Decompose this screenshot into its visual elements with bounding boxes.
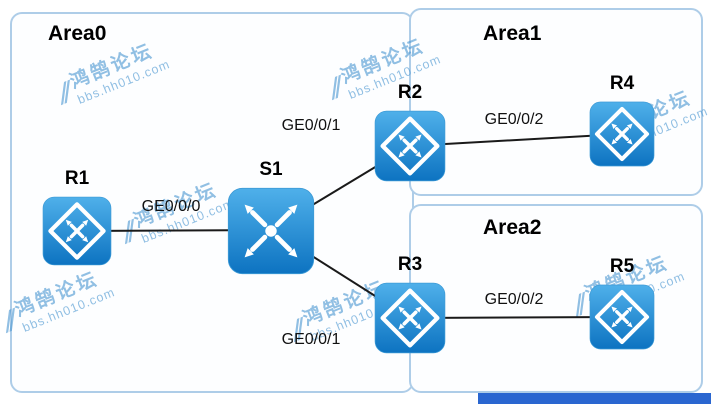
router-icon [589,284,655,350]
link-r2-r4[interactable] [409,133,623,147]
link-label-s1-r2: GE0/0/1 [281,117,341,134]
link-label-r1-s1: GE0/0/0 [141,198,201,215]
device-r2-label: R2 [397,82,423,103]
device-r4[interactable]: R4 [589,73,655,167]
device-r5-label: R5 [609,256,635,277]
router-icon [374,110,446,182]
device-r4-label: R4 [609,73,635,94]
area2-label: Area2 [483,216,542,239]
link-label-r3-r5: GE0/0/2 [484,291,544,308]
router-icon [589,101,655,167]
link-label-s1-r3: GE0/0/1 [281,331,341,348]
device-s1[interactable]: S1 [227,159,315,275]
device-r3[interactable]: R3 [374,254,446,354]
device-r3-label: R3 [397,254,423,275]
device-r1[interactable]: R1 [42,168,112,266]
device-r2[interactable]: R2 [374,82,446,182]
area-box-area1: Area1 [409,8,703,196]
router-icon [42,196,112,266]
link-label-r2-r4: GE0/0/2 [484,111,544,128]
device-r1-label: R1 [64,168,90,189]
router-icon [374,282,446,354]
device-s1-label: S1 [259,159,283,180]
area1-label: Area1 [483,22,542,45]
area0-label: Area0 [48,22,107,45]
link-r3-r5[interactable] [409,316,623,319]
switch-icon [227,187,315,275]
device-r5[interactable]: R5 [589,256,655,350]
bottom-bar [478,393,711,404]
